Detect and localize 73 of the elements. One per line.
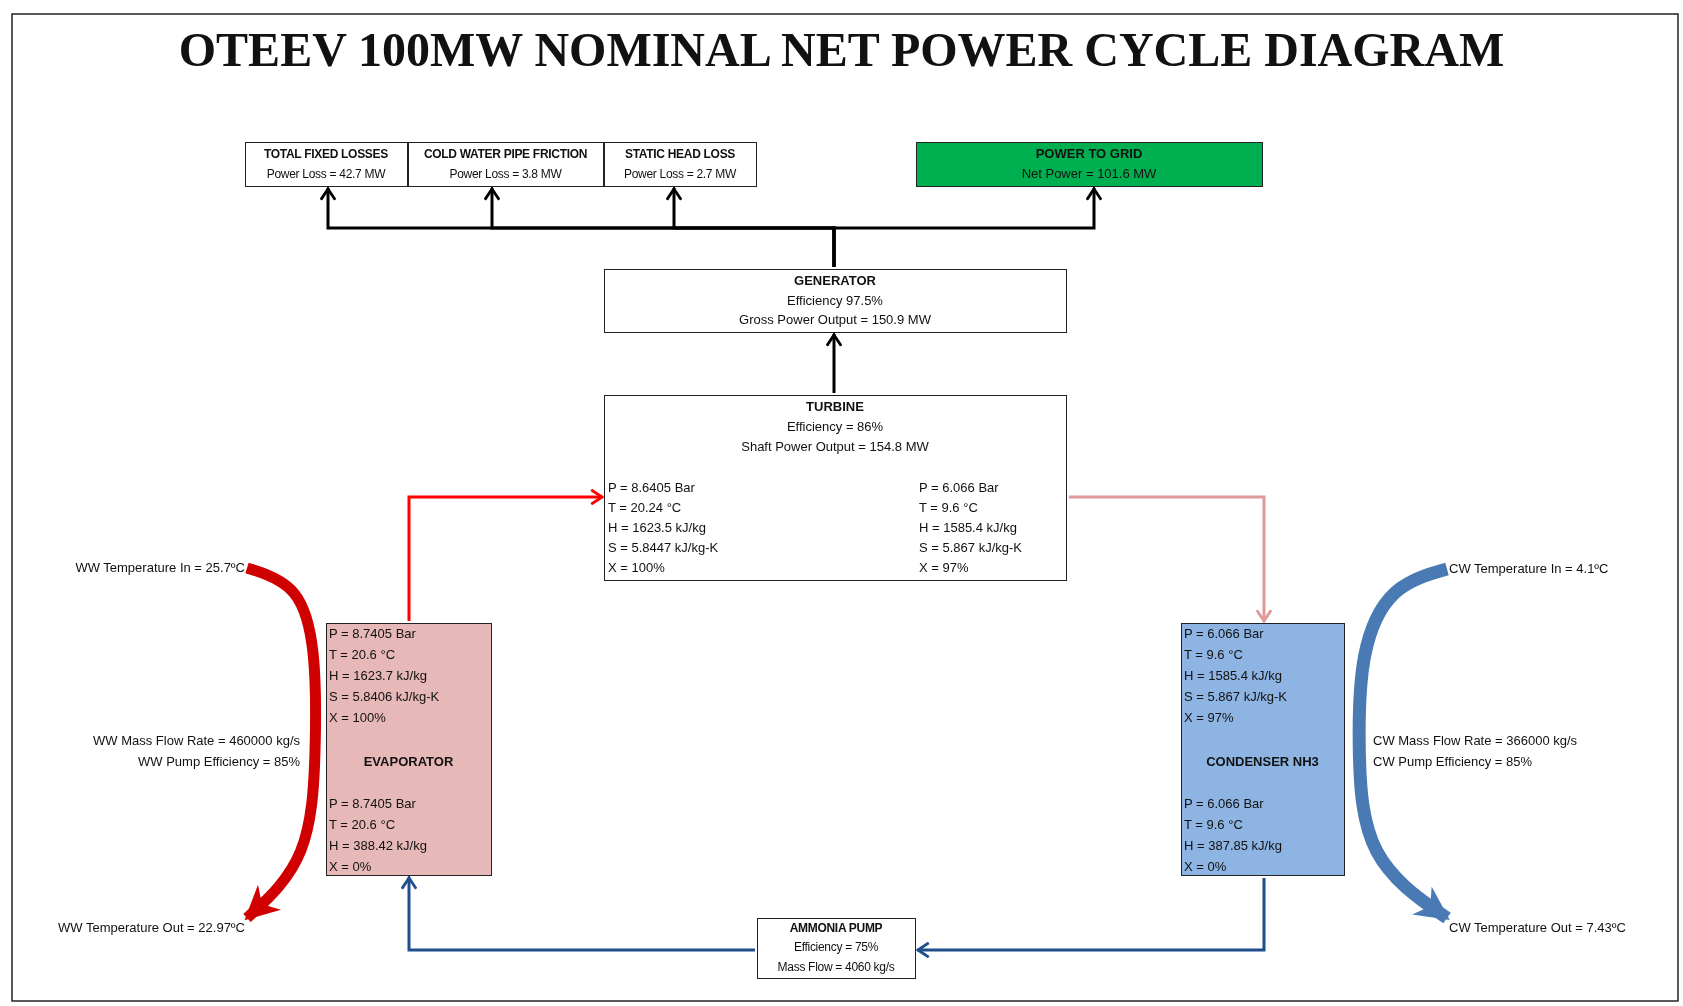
property-line: X = 0% [329, 858, 372, 876]
property-line: H = 1585.4 kJ/kg [1184, 667, 1282, 685]
flow-arrow [826, 333, 842, 393]
box-heading: TOTAL FIXED LOSSES [263, 146, 389, 163]
box-heading: TURBINE [805, 398, 865, 416]
property-line: T = 20.6 °C [329, 646, 396, 664]
property-line: Net Power = 101.6 MW [1020, 165, 1158, 183]
component-box [604, 142, 757, 187]
property-line: P = 6.066 Bar [1184, 625, 1264, 643]
temperature-label: CW Temperature In = 4.1ºC [1449, 558, 1649, 580]
temperature-label: CW Temperature Out = 7.43ºC [1449, 917, 1669, 939]
flow-arrow [916, 878, 1266, 958]
property-line: P = 8.7405 Bar [329, 795, 416, 813]
property-line: P = 8.6405 Bar [608, 479, 695, 497]
property-line: Efficiency = 75% [793, 939, 879, 957]
property-line: X = 97% [919, 559, 969, 577]
property-line: S = 5.867 kJ/kg-K [1184, 688, 1287, 706]
property-line: T = 9.6 °C [919, 499, 978, 517]
box-heading: CONDENSER NH3 [1205, 753, 1320, 771]
property-line: Power Loss = 3.8 MW [448, 166, 563, 183]
diagram-title: OTEEV 100MW NOMINAL NET POWER CYCLE DIAGRAM [177, 22, 1506, 78]
flow-note: WW Mass Flow Rate = 460000 kg/s [92, 732, 300, 750]
heat-exchanger-box [1181, 623, 1345, 876]
curved-flow-arrow [1352, 562, 1451, 924]
property-line: P = 6.066 Bar [919, 479, 999, 497]
flow-note: CW Mass Flow Rate = 366000 kg/s [1373, 732, 1579, 750]
component-box [408, 142, 604, 187]
property-line: P = 8.7405 Bar [329, 625, 416, 643]
component-box [916, 142, 1263, 187]
flow-note: WW Pump Efficiency = 85% [137, 753, 300, 771]
temperature-label: WW Temperature In = 25.7ºC [40, 557, 245, 579]
property-line: T = 9.6 °C [1184, 816, 1243, 834]
property-line: T = 20.6 °C [329, 816, 396, 834]
property-line: S = 5.8406 kJ/kg-K [329, 688, 440, 706]
property-line: H = 1623.5 kJ/kg [608, 519, 706, 537]
property-line: X = 100% [329, 709, 386, 727]
flow-arrow [1069, 495, 1272, 623]
turbine-box [604, 395, 1067, 581]
box-heading: POWER TO GRID [1034, 145, 1144, 163]
flow-arrow [832, 187, 1102, 267]
component-box [245, 142, 408, 187]
property-line: Mass Flow = 4060 kg/s [776, 958, 896, 976]
box-heading: GENERATOR [793, 272, 877, 291]
property-line: H = 388.42 kJ/kg [329, 837, 427, 855]
box-heading: EVAPORATOR [362, 753, 455, 771]
flow-arrow [401, 876, 755, 952]
property-line: H = 387.85 kJ/kg [1184, 837, 1282, 855]
property-line: Shaft Power Output = 154.8 MW [740, 438, 930, 456]
property-line: Efficiency 97.5% [786, 291, 884, 310]
property-line: S = 5.867 kJ/kg-K [919, 539, 1022, 557]
curved-flow-arrow [243, 562, 322, 923]
temperature-label: WW Temperature Out = 22.97ºC [20, 917, 245, 939]
box-heading: COLD WATER PIPE FRICTION [422, 146, 589, 163]
property-line: Power Loss = 42.7 MW [265, 166, 387, 183]
component-box [604, 269, 1067, 333]
property-line: X = 97% [1184, 709, 1234, 727]
property-line: T = 20.24 °C [608, 499, 682, 517]
property-line: Gross Power Output = 150.9 MW [738, 311, 932, 330]
property-line: P = 6.066 Bar [1184, 795, 1264, 813]
property-line: X = 0% [1184, 858, 1227, 876]
property-line: H = 1585.4 kJ/kg [919, 519, 1017, 537]
property-line: H = 1623.7 kJ/kg [329, 667, 427, 685]
box-heading: STATIC HEAD LOSS [623, 146, 737, 163]
flow-note: CW Pump Efficiency = 85% [1373, 753, 1534, 771]
property-line: Power Loss = 2.7 MW [623, 166, 737, 183]
component-box [757, 918, 916, 979]
heat-exchanger-box [326, 623, 492, 876]
property-line: T = 9.6 °C [1184, 646, 1243, 664]
flow-arrow [407, 489, 604, 621]
property-line: X = 100% [608, 559, 665, 577]
box-heading: AMMONIA PUMP [788, 919, 884, 937]
property-line: Efficiency = 86% [785, 418, 885, 436]
property-line: S = 5.8447 kJ/kg-K [608, 539, 719, 557]
